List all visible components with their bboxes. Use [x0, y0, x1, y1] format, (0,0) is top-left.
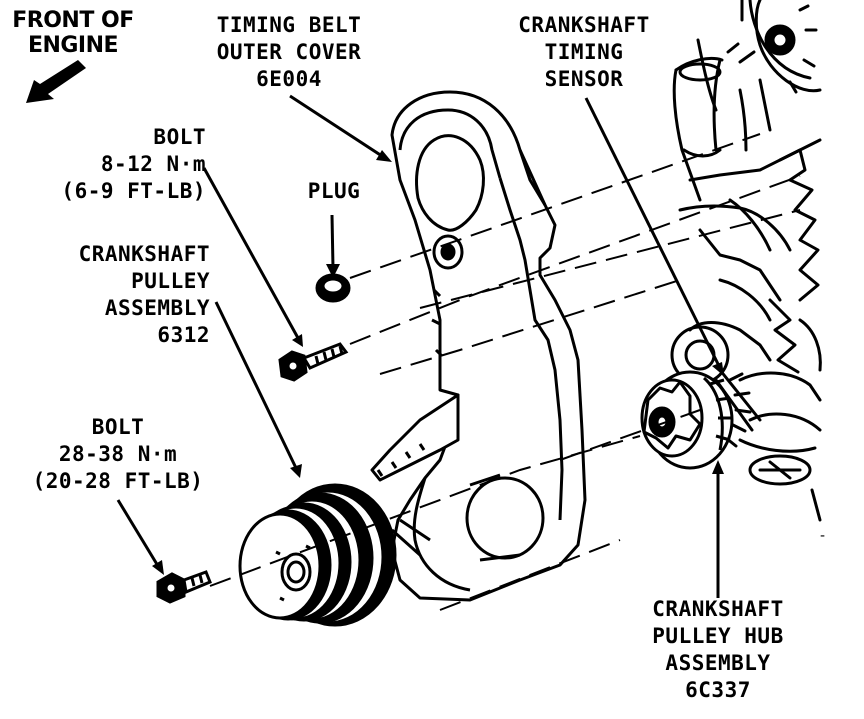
timing-belt-outer-cover — [370, 90, 587, 602]
bolt-upper-label: BOLT 8-12 N·m (6-9 FT-LB) — [40, 124, 206, 205]
leader-arrowheads — [152, 150, 724, 575]
torque-spec: (6-9 FT-LB) — [61, 179, 206, 203]
crankshaft-pulley-assembly — [238, 483, 431, 627]
callout-line: TIMING BELT — [216, 13, 362, 37]
part-number: 6312 — [157, 323, 210, 347]
callout-line: TIMING — [544, 40, 624, 64]
callout-line: OUTER COVER — [216, 40, 362, 64]
torque-spec: 28-38 N·m — [58, 442, 178, 466]
crankshaft-pulley-hub-assembly-label: CRANKSHAFT PULLEY HUB ASSEMBLY 6C337 — [622, 596, 814, 704]
engine-block — [670, 0, 822, 522]
callout-line: CRANKSHAFT — [652, 597, 784, 621]
callout-line: ASSEMBLY — [104, 296, 210, 320]
callout-line: PLUG — [307, 179, 361, 203]
torque-spec: 8-12 N·m — [100, 152, 206, 176]
front-of-engine-label: FRONT OF ENGINE — [8, 8, 138, 58]
callout-line: BOLT — [153, 125, 206, 149]
front-of-engine-line2: ENGINE — [27, 33, 119, 58]
assembly-centerlines — [209, 133, 801, 611]
bolt-lower-label: BOLT 28-38 N·m (20-28 FT-LB) — [28, 414, 208, 495]
front-arrow-icon — [26, 60, 86, 103]
plug-icon — [315, 273, 351, 303]
leader-lines — [116, 94, 722, 598]
timing-belt-outer-cover-label: TIMING BELT OUTER COVER 6E004 — [186, 12, 392, 93]
crankshaft-timing-sensor-label: CRANKSHAFT TIMING SENSOR — [484, 12, 684, 93]
plug-label: PLUG — [296, 178, 372, 205]
callout-line: ASSEMBLY — [665, 651, 771, 675]
torque-spec: (20-28 FT-LB) — [32, 469, 204, 493]
edge-mark: - — [820, 528, 825, 544]
callout-line: CRANKSHAFT — [518, 13, 650, 37]
part-number: 6C337 — [685, 678, 751, 702]
upper-bolt-icon — [278, 342, 349, 382]
front-of-engine-line1: FRONT OF — [12, 8, 134, 33]
callout-line: CRANKSHAFT — [78, 242, 210, 266]
lower-bolt-icon — [156, 570, 212, 604]
callout-line: PULLEY — [131, 269, 210, 293]
callout-line: SENSOR — [544, 67, 624, 91]
callout-line: PULLEY HUB — [652, 624, 784, 648]
part-number: 6E004 — [256, 67, 322, 91]
crankshaft-pulley-assembly-label: CRANKSHAFT PULLEY ASSEMBLY 6312 — [16, 241, 210, 349]
callout-line: BOLT — [91, 415, 145, 439]
